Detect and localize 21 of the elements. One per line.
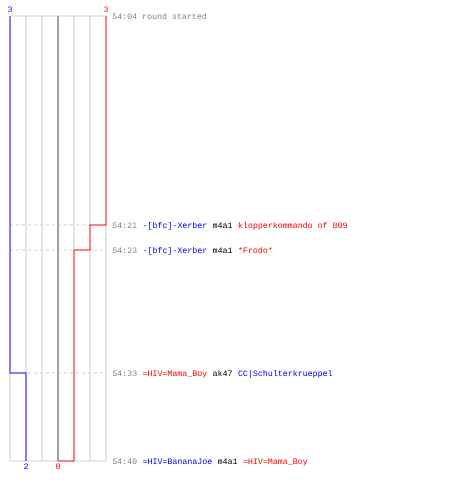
player-name: klopperkommando of 809 [238, 222, 347, 230]
count-label: 2 [24, 463, 28, 469]
player-name: =HIV=Mama_Boy [142, 370, 207, 378]
count-label: 3 [8, 6, 12, 12]
weapon-name: m4a1 [213, 248, 232, 254]
timestamp: 54:40 [112, 458, 137, 464]
weapon-name: m4a1 [218, 458, 238, 464]
player-name: =HIV=BananaJoe [142, 458, 212, 464]
count-label: 0 [56, 463, 60, 470]
player-name: =HIV=Mama_Boy [243, 458, 308, 466]
player-name: -[bfc]-Xerber [144, 222, 206, 230]
timestamp: 54:33 [112, 370, 137, 376]
player-name: -[bfc]-Xerber [144, 247, 206, 255]
player-name: *Frodo* [238, 247, 272, 254]
timestamp: 54:23 [112, 247, 137, 254]
weapon-name: ak47 [213, 370, 232, 376]
timestamp: 54:21 [112, 222, 137, 228]
event-text: 54:04 round started [112, 13, 206, 20]
weapon-name: m4a1 [213, 222, 232, 228]
player-name: CC|Schulterkrueppel [238, 370, 332, 378]
count-label: 3 [104, 6, 108, 12]
